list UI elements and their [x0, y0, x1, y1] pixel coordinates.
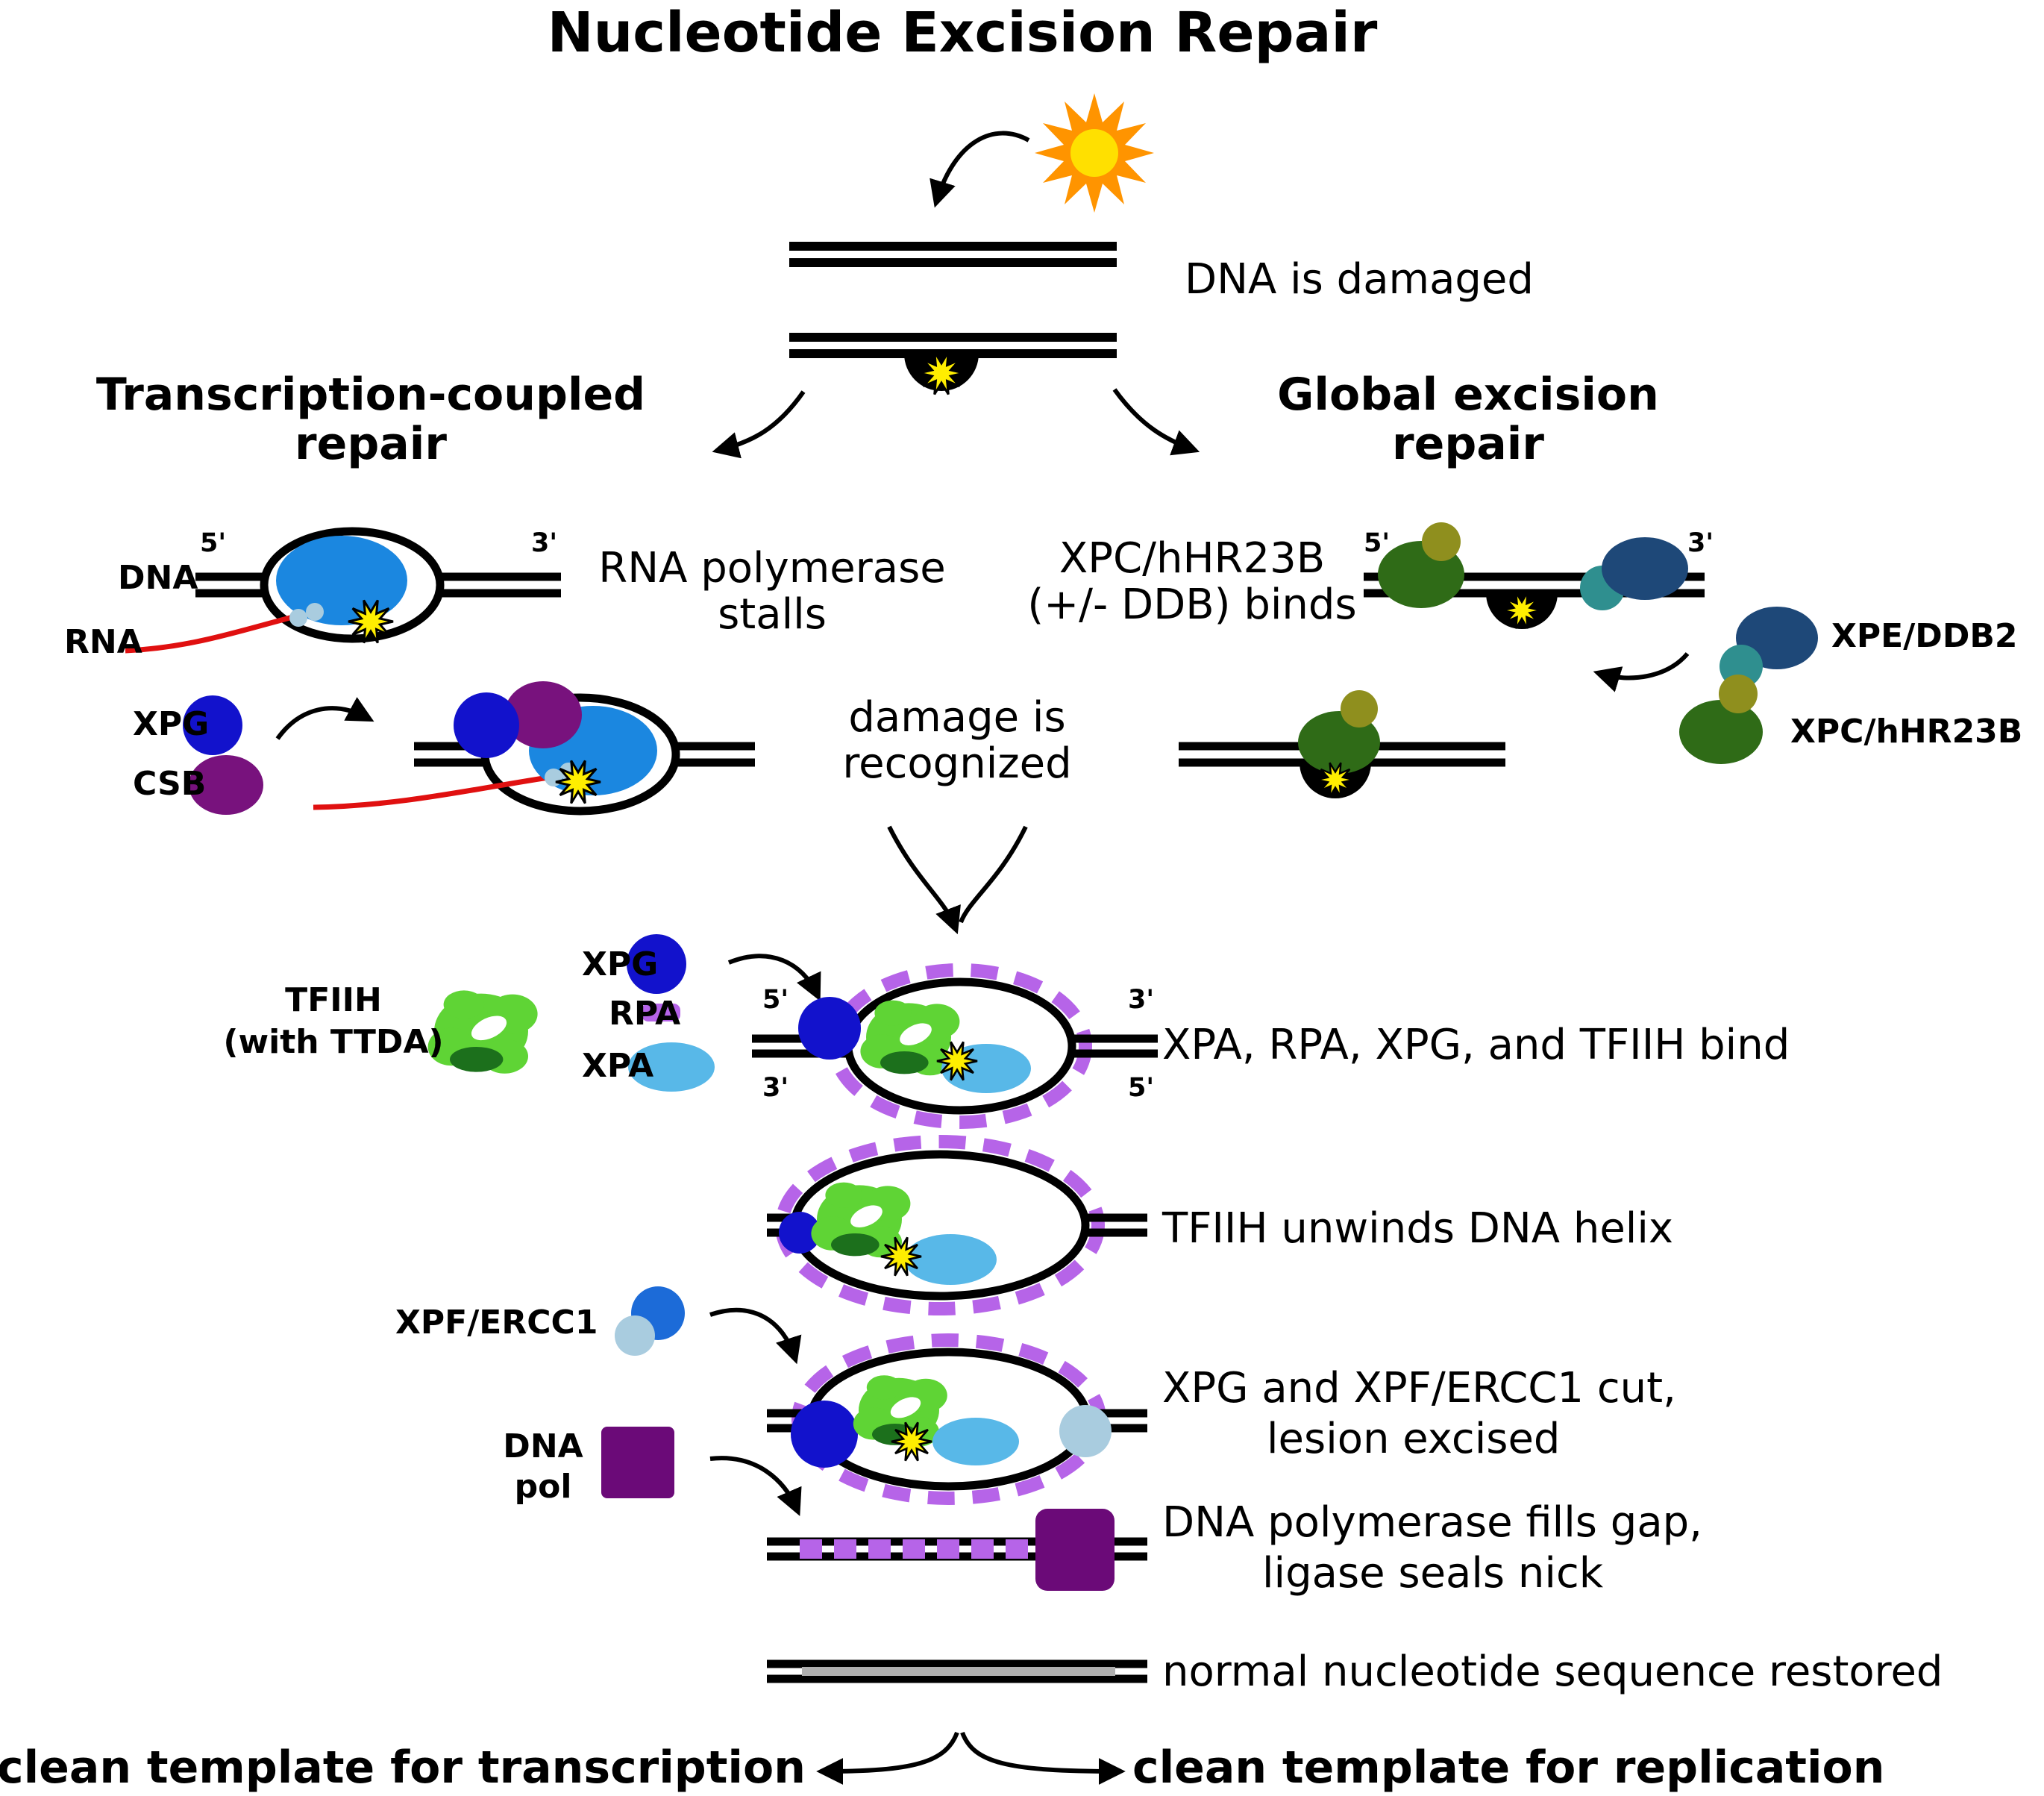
csb-legend-icon [189, 755, 263, 815]
dna-pol-legend-icon [601, 1427, 674, 1498]
csb-blob [504, 681, 582, 748]
ger-five-prime-label: 5' [1364, 528, 1391, 558]
tcr-three-prime-label: 3' [531, 528, 558, 558]
recognized-caption-line2: recognized [842, 739, 1072, 788]
bind-five-prime-top-left: 5' [762, 985, 789, 1015]
hhr23b-blob [1422, 522, 1461, 561]
ger-xpc-binds-dna [1364, 522, 1705, 630]
xpg-legend-icon-2 [627, 934, 686, 994]
preincision-complex [752, 963, 1158, 1129]
dna-polymerase-block [1035, 1509, 1115, 1591]
xpf-ercc1-label: XPF/ERCC1 [395, 1304, 598, 1342]
tcr-five-prime-label: 5' [200, 528, 227, 558]
fill-caption-line2: ligase seals nick [1262, 1549, 1604, 1598]
dna-pol-label-line2: pol [514, 1468, 572, 1506]
recognized-caption-line1: damage is [848, 693, 1066, 742]
xpf-ercc1-blob [1059, 1405, 1112, 1457]
footer-transcription-label: clean template for transcription [0, 1742, 806, 1794]
arrow-recognized-left [887, 825, 961, 935]
unwind-caption: TFIIH unwinds DNA helix [1162, 1204, 1674, 1253]
tfiih-label-line2: (with TTDA) [223, 1023, 444, 1061]
tcr-stall-caption-line2: stalls [718, 590, 827, 639]
rna-polymerase-blob [276, 536, 407, 625]
xpg-label: XPG [133, 705, 210, 743]
xpa-blob [932, 1418, 1019, 1465]
rpa-label: RPA [609, 995, 681, 1033]
xpg-blob [454, 692, 519, 758]
xpg-legend-icon [183, 695, 242, 755]
fill-caption-line1: DNA polymerase fills gap, [1162, 1498, 1702, 1547]
xpg-label-2: XPG [582, 945, 659, 983]
xpe-blob [1602, 537, 1688, 600]
arrow-to-ger-branch [1112, 388, 1200, 456]
xpg-blob [798, 997, 861, 1060]
arrow-factors-to-dna [727, 954, 821, 1001]
csb-label: CSB [133, 765, 207, 803]
dna-pol-label-line1: DNA [503, 1427, 583, 1465]
tcr-rna-label: RNA [64, 623, 142, 661]
footer-replication-label: clean template for replication [1132, 1742, 1885, 1794]
xpa-legend-icon [628, 1042, 715, 1092]
restored-dna [767, 1659, 1147, 1683]
uv-sun-icon [1035, 93, 1154, 213]
rpa-legend-icon [642, 1004, 680, 1021]
arrow-to-replication [960, 1731, 1126, 1785]
ger-heading-line2: repair [1392, 418, 1544, 470]
xpc-hhr23b-label: XPC/hHR23B [1790, 713, 2023, 751]
hhr23b-blob [1341, 690, 1378, 728]
xpa-blob [904, 1234, 997, 1285]
cut-caption-line2: lesion excised [1267, 1415, 1561, 1463]
tfiih-label-line1: TFIIH [285, 981, 382, 1019]
bind-caption: XPA, RPA, XPG, and TFIIH bind [1162, 1021, 1790, 1069]
gap-filling-dna [767, 1509, 1147, 1591]
arrow-xpe-to-dna [1593, 652, 1690, 692]
tcr-heading-line2: repair [295, 418, 447, 470]
tcr-repair-complex [313, 681, 755, 816]
xpg-blob [779, 1212, 821, 1254]
bind-three-prime-top-right: 3' [1128, 985, 1155, 1015]
ger-damage-recognized [1179, 690, 1505, 798]
tcr-dna-label: DNA [118, 559, 198, 597]
arrow-xpf-to-dna [709, 1307, 802, 1365]
tcr-stalled-polymerase [125, 527, 561, 654]
xpa-label: XPA [582, 1047, 654, 1085]
incision-complex [767, 1333, 1147, 1505]
xpc-hhr23b-legend-icon [1679, 675, 1763, 764]
arrow-sun-to-dna [929, 131, 1030, 208]
tcr-stall-caption-line1: RNA polymerase [598, 544, 946, 592]
tfiih-legend-icon [427, 990, 538, 1074]
ger-binds-caption-line1: XPC/hHR23B [1059, 534, 1326, 583]
damaged-dna [789, 242, 1117, 395]
dna-damaged-caption: DNA is damaged [1185, 255, 1534, 304]
restored-caption: normal nucleotide sequence restored [1162, 1648, 1943, 1696]
ger-binds-caption-line2: (+/- DDB) binds [1027, 581, 1357, 629]
xpf-ercc1-legend-icon [615, 1286, 685, 1356]
cut-caption-line1: XPG and XPF/ERCC1 cut, [1162, 1364, 1676, 1412]
bind-five-prime-bottom-right: 5' [1128, 1073, 1155, 1103]
ger-three-prime-label: 3' [1687, 528, 1714, 558]
arrow-recognized-right [959, 825, 1028, 924]
arrow-xpg-csb-join [275, 697, 374, 740]
tcr-heading-line1: Transcription-coupled [95, 369, 646, 421]
arrow-to-transcription [816, 1731, 959, 1785]
xpe-ddb2-label: XPE/DDB2 [1831, 617, 2018, 655]
bind-three-prime-bottom-left: 3' [762, 1073, 789, 1103]
xpg-blob [791, 1401, 858, 1468]
unwound-dna-complex [767, 1135, 1147, 1315]
page-title: Nucleotide Excision Repair [547, 1, 1378, 65]
arrow-to-tcr-branch [712, 390, 806, 459]
arrow-pol-to-dna [709, 1456, 802, 1516]
ger-heading-line1: Global excision [1277, 369, 1659, 421]
